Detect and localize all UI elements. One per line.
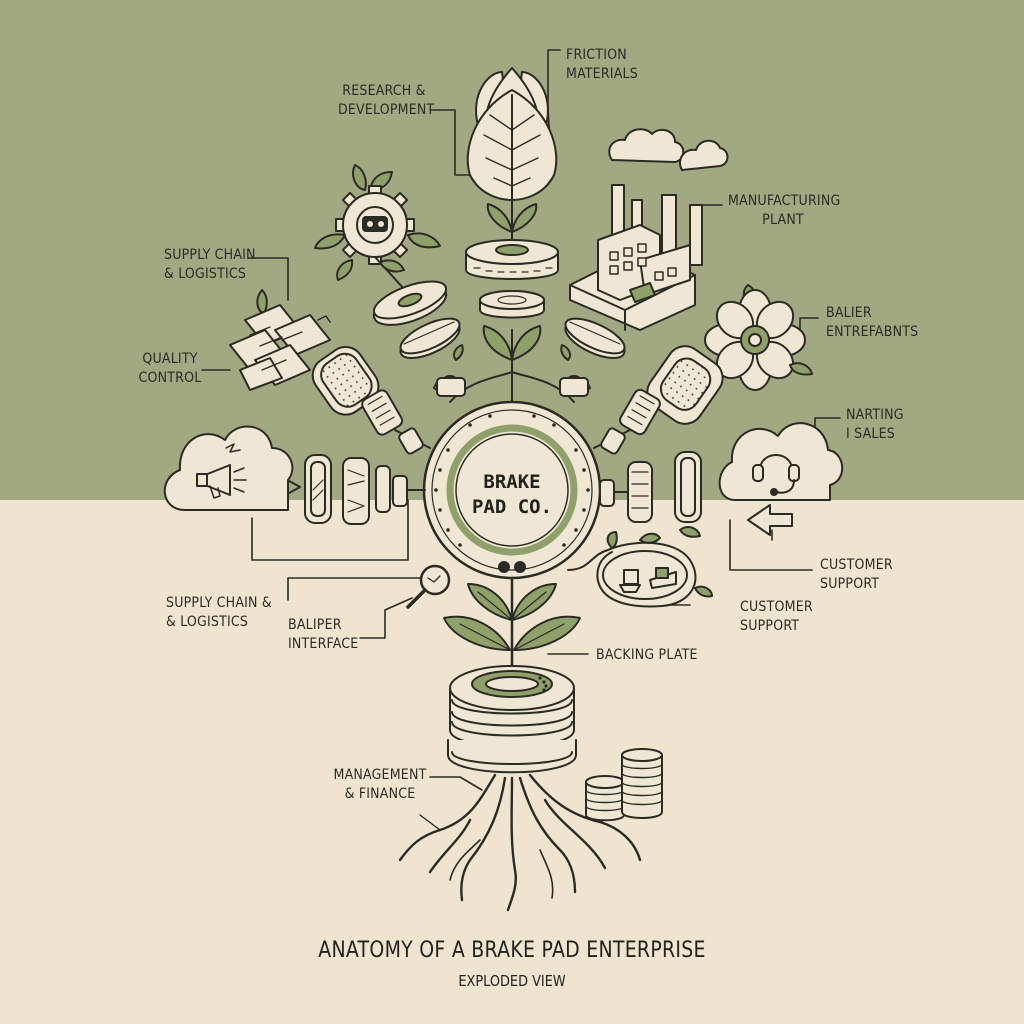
coin-stacks: [585, 748, 663, 822]
flower: [704, 284, 813, 391]
label-supply-chain-bottom: SUPPLY CHAIN & & LOGISTICS: [166, 595, 272, 630]
roots: [398, 773, 642, 912]
east-pads: [599, 451, 702, 523]
label-customer-support-mid: CUSTOMER SUPPORT: [740, 599, 813, 634]
label-quality-control: QUALITY CONTROL: [138, 351, 202, 386]
label-research-development: RESEARCH & DEVELOPMENT: [338, 83, 435, 118]
label-customer-support-right: CUSTOMER SUPPORT: [820, 557, 893, 592]
label-manufacturing-plant: MANUFACTURING PLANT: [728, 193, 841, 228]
headset-cloud: [718, 422, 844, 536]
supply-chain-crates: [229, 289, 331, 391]
diagram-subtitle: EXPLODED VIEW: [458, 972, 566, 990]
support-vine-loop: [567, 526, 713, 608]
research-gear: [314, 164, 448, 326]
friction-materials-plant: [465, 67, 559, 319]
label-supply-chain-top: SUPPLY CHAIN & LOGISTICS: [164, 247, 256, 282]
label-backing-plate: BACKING PLATE: [596, 647, 698, 663]
hub-line-2: PAD CO.: [471, 496, 553, 518]
label-marketing-sales: NARTING I SALES: [846, 407, 904, 442]
label-friction-materials: FRICTION MATERIALS: [566, 47, 638, 82]
megaphone-cloud: [163, 425, 294, 511]
diagram-title: ANATOMY OF A BRAKE PAD ENTERPRISE: [318, 938, 706, 963]
hub-logo-text: BRAKE PAD CO.: [448, 470, 576, 520]
label-baliper-interface: BALIPER INTERFACE: [288, 617, 359, 652]
manufacturing-plant: [569, 128, 729, 331]
hub-line-1: BRAKE: [483, 471, 541, 493]
lower-plant: [443, 576, 581, 774]
label-management-finance: MANAGEMENT & FINANCE: [333, 767, 427, 802]
west-pads: [281, 454, 426, 525]
label-baliper-entrefabnts: BALIER ENTREFABNTS: [826, 305, 919, 340]
brake-pad-ring: [311, 317, 724, 455]
magnifier: [406, 564, 451, 609]
